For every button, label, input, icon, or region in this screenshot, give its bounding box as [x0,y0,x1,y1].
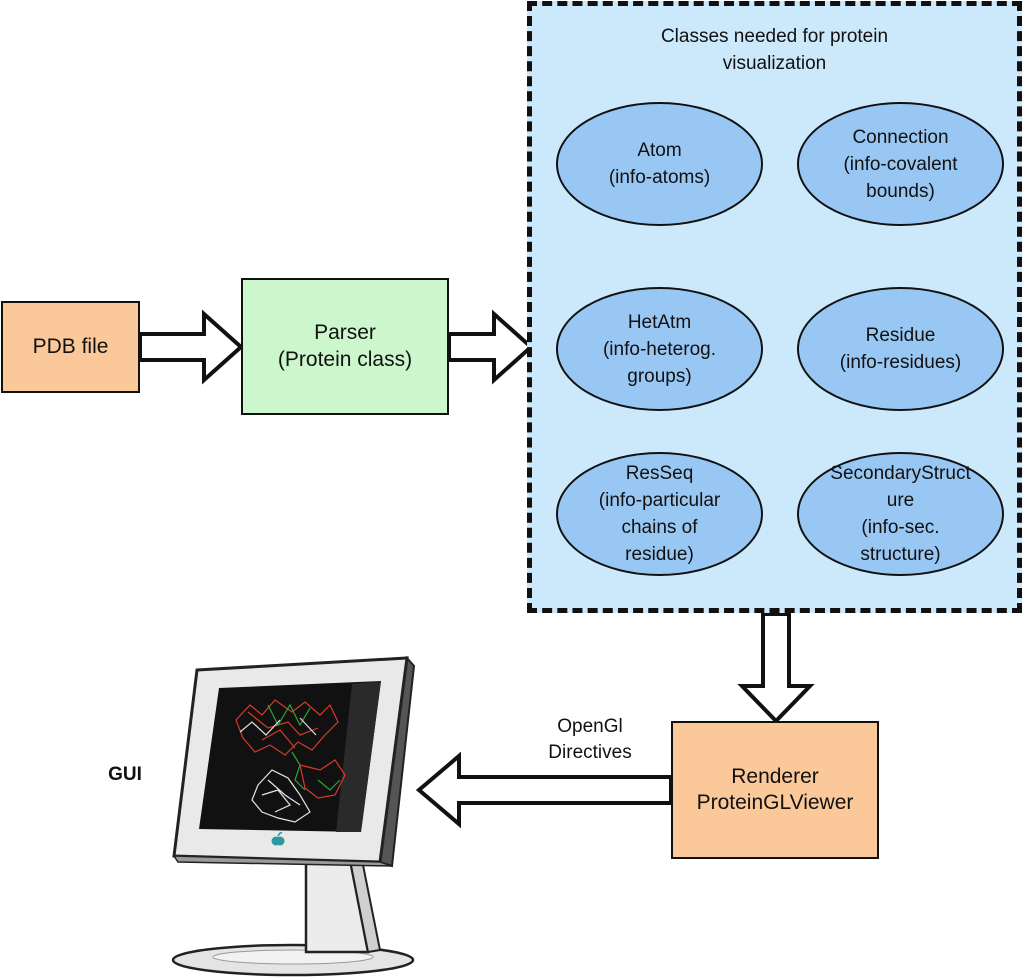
renderer-title: Renderer [731,764,819,788]
arrow-pdb-to-parser [138,309,245,385]
monitor-icon [171,655,416,977]
class-atom: Atom (info-atoms) [556,102,763,226]
arrow-parser-to-classes [447,309,535,385]
arrow-renderer-to-gui [415,751,673,829]
parser-subtitle: (Protein class) [277,347,413,371]
pdb-file-node: PDB file [1,301,140,393]
class-hetatm: HetAtm (info-heterog. groups) [556,287,763,411]
classes-panel: Classes needed for protein visualization… [527,1,1022,613]
class-residue: Residue (info-residues) [797,287,1004,411]
apple-logo-icon [271,832,285,846]
renderer-subtitle: ProteinGLViewer [696,791,854,814]
class-secondary-structure: SecondaryStruct ure (info-sec. structure… [797,452,1004,576]
parser-node: Parser (Protein class) [241,278,449,415]
class-connection: Connection (info-covalent bounds) [797,102,1004,226]
arrow-classes-to-renderer [737,612,815,724]
parser-title: Parser [314,321,376,345]
gui-label: GUI [108,764,142,785]
opengl-directives-label: OpenGl Directives [548,716,632,763]
classes-panel-title: Classes needed for protein visualization [660,26,889,74]
class-resseq: ResSeq (info-particular chains of residu… [556,452,763,576]
renderer-node: Renderer ProteinGLViewer [671,721,879,859]
pdb-file-label: PDB file [32,334,109,358]
